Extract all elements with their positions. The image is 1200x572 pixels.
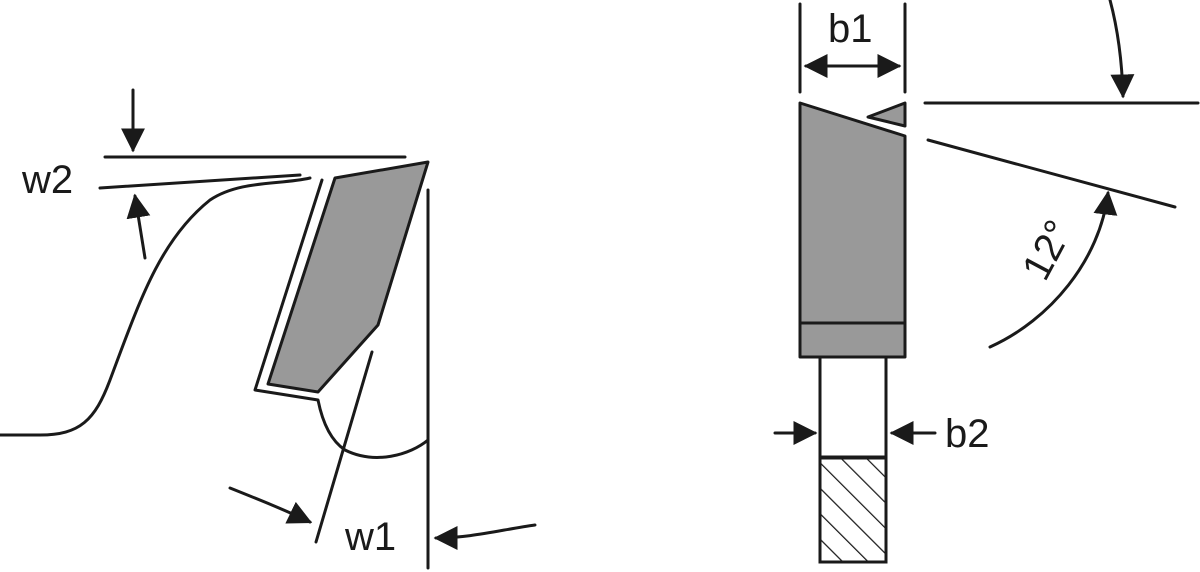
angle-top-arrow bbox=[1108, 0, 1135, 99]
tooth-body bbox=[798, 101, 907, 359]
w1-curved-arrow bbox=[228, 486, 313, 524]
carbide-tip bbox=[266, 160, 430, 394]
w1-angle-line bbox=[314, 350, 374, 544]
angled-reference-line bbox=[926, 138, 1177, 209]
top-wedge bbox=[866, 101, 907, 128]
w2-bottom-reference-line bbox=[98, 173, 302, 190]
side-view: w2 w1 bbox=[0, 88, 537, 570]
label-angle: 12° bbox=[1014, 213, 1081, 287]
tooth-holder-outline bbox=[253, 178, 430, 459]
blade-profile-curve bbox=[0, 176, 312, 437]
label-w1: w1 bbox=[344, 515, 396, 559]
label-b2: b2 bbox=[945, 412, 990, 456]
blade-section-hatched bbox=[818, 456, 888, 564]
angle-arc-arrow bbox=[988, 190, 1118, 349]
blade-plate bbox=[818, 355, 888, 459]
front-view: b1 b2 12° bbox=[773, 0, 1200, 564]
label-b1: b1 bbox=[828, 7, 873, 51]
w2-arrow-bottom bbox=[126, 193, 151, 260]
label-w2: w2 bbox=[21, 158, 73, 202]
w1-right-arrow bbox=[433, 523, 537, 550]
